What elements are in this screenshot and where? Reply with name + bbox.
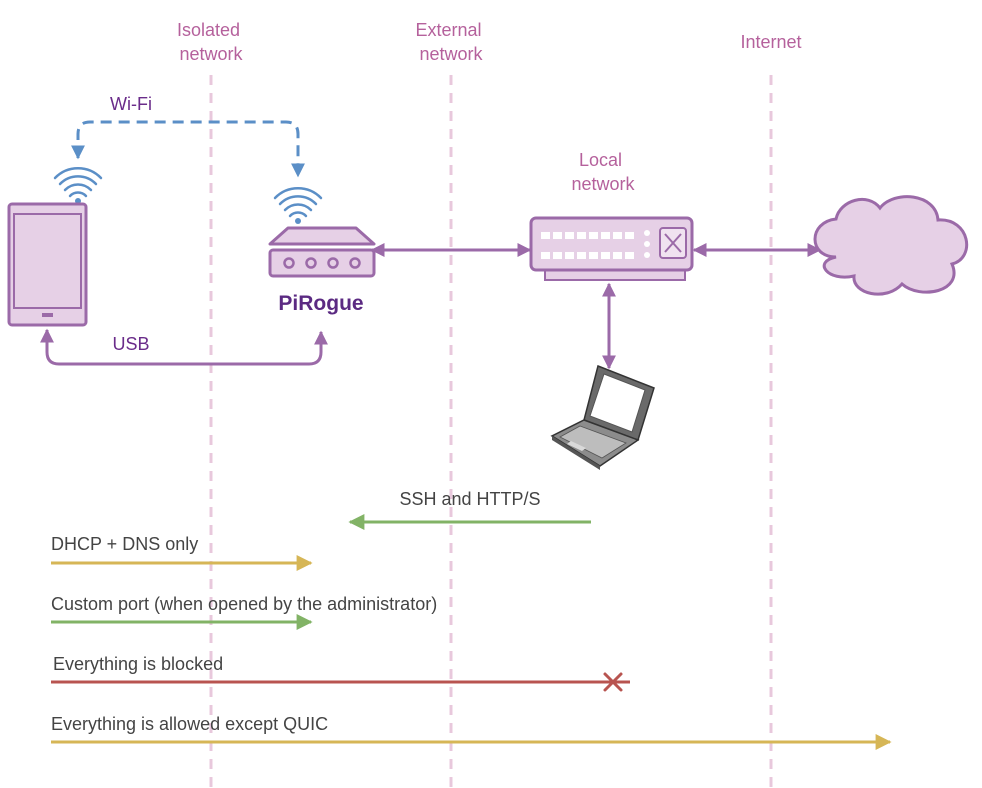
pirogue-device-icon: [268, 226, 376, 278]
phone-icon: [7, 202, 88, 327]
usb-link: [40, 328, 328, 366]
zone-label-external: External network: [415, 20, 486, 64]
network-switch-icon: [529, 216, 694, 281]
pirogue-label: PiRogue: [278, 292, 363, 315]
flow-custom-label: Custom port (when opened by the administ…: [51, 594, 437, 614]
usb-label: USB: [112, 334, 149, 354]
cloud-icon: [813, 195, 969, 296]
wifi-icon: [273, 187, 323, 224]
zone-dividers: [209, 75, 773, 788]
zone-label-local: Local network: [571, 150, 635, 194]
blocked-x-icon: [603, 672, 623, 692]
flow-ssh-label: SSH and HTTP/S: [399, 489, 540, 509]
zone-label-isolated: Isolated network: [177, 20, 245, 64]
flow-dhcp-label: DHCP + DNS only: [51, 534, 198, 554]
laptop-icon: [550, 364, 655, 470]
flow-allowed-label: Everything is allowed except QUIC: [51, 714, 328, 734]
flow-blocked-label: Everything is blocked: [53, 654, 223, 674]
wifi-link: [71, 120, 305, 178]
wifi-icon: [53, 167, 103, 204]
wifi-label: Wi-Fi: [110, 94, 152, 114]
zone-label-internet: Internet: [740, 32, 801, 52]
switch-arrows-icon: [659, 227, 687, 259]
